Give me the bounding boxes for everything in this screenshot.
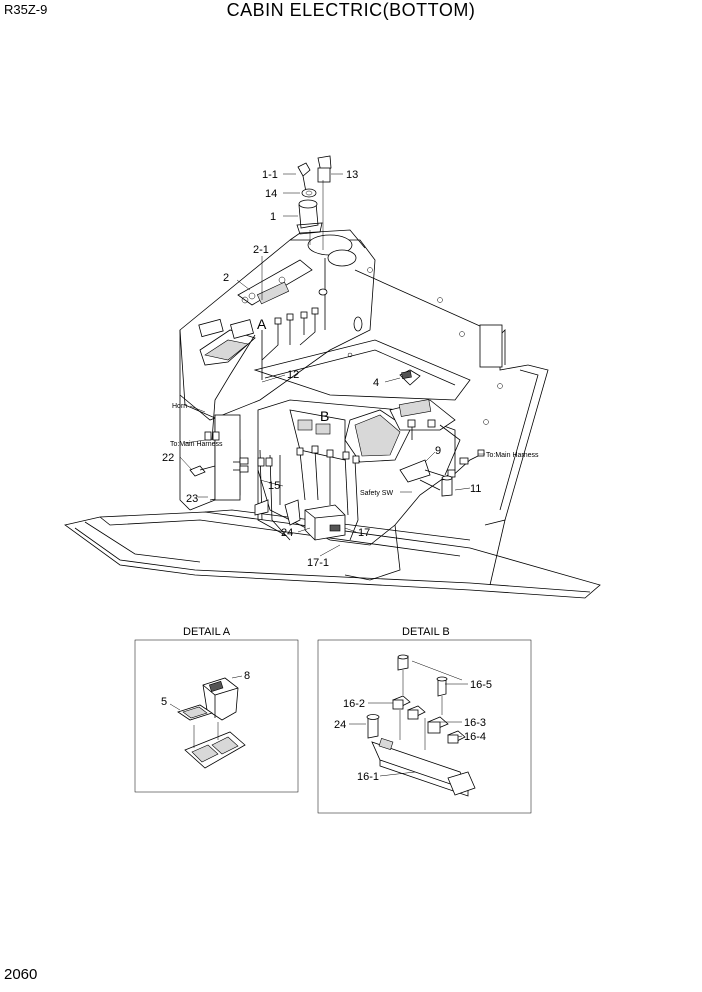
left-console	[179, 229, 376, 511]
callout-detail-b: B	[320, 408, 329, 424]
right-console	[257, 399, 456, 581]
page-number: 2060	[4, 966, 38, 983]
right-harness	[257, 419, 485, 541]
callout-9: 9	[435, 445, 441, 457]
callout-15: 15	[268, 480, 280, 492]
note-to-main-harness-right: To:Main Harness	[486, 452, 539, 459]
left-harness	[204, 307, 319, 473]
callout-14: 14	[265, 188, 277, 200]
callout-17: 17	[358, 527, 370, 539]
callout-detail-a: A	[257, 316, 267, 332]
detail-b-callout-16-2: 16-2	[343, 698, 365, 710]
connector-rail-15	[254, 499, 301, 526]
detail-b-callout-24: 24	[334, 719, 346, 731]
main-callouts: 1-1 13 14 1 2-1 2 A B 12 4 9 11 22 23 15…	[162, 169, 539, 569]
sensor-11	[441, 475, 453, 497]
callout-13: 13	[346, 169, 358, 181]
detail-b-callout-16-1: 16-1	[357, 771, 379, 783]
model-number: R35Z-9	[4, 2, 48, 17]
callout-1: 1	[270, 211, 276, 223]
callout-24: 24	[281, 527, 293, 539]
detail-a-callout-8: 8	[244, 670, 250, 682]
detail-a-callout-5: 5	[161, 696, 167, 708]
callout-11: 11	[470, 483, 481, 495]
note-safety-sw: Safety SW	[360, 490, 393, 497]
detail-b-callout-16-4: 16-4	[464, 731, 486, 743]
detail-b-title: DETAIL B	[402, 626, 450, 638]
note-horn: Horn	[172, 403, 187, 410]
detail-b-panel: DETAIL B 16-5 16-2	[317, 626, 532, 814]
callout-12: 12	[287, 369, 299, 381]
cabin-floor-frame	[64, 509, 601, 599]
callout-22: 22	[162, 452, 174, 464]
bolt-22	[189, 465, 216, 477]
rocker-switch-4	[399, 369, 421, 386]
callout-2: 2	[223, 272, 229, 284]
callout-4: 4	[373, 377, 379, 389]
key-switch-assembly	[296, 155, 332, 296]
callout-2-1: 2-1	[253, 244, 269, 256]
detail-b-callout-16-3: 16-3	[464, 717, 486, 729]
callout-1-1: 1-1	[262, 169, 278, 181]
detail-a-panel: DETAIL A 8 5	[134, 626, 299, 793]
note-to-main-harness-left: To:Main Harness	[170, 441, 223, 448]
controller-unit-17	[304, 504, 346, 541]
callout-23: 23	[186, 493, 198, 505]
detail-a-title: DETAIL A	[183, 626, 231, 638]
leader-lines	[179, 173, 485, 557]
page-title: CABIN ELECTRIC(BOTTOM)	[226, 0, 476, 20]
cabin-right-wall	[354, 267, 549, 586]
callout-17-1: 17-1	[307, 557, 329, 569]
detail-b-callout-16-5: 16-5	[470, 679, 492, 691]
